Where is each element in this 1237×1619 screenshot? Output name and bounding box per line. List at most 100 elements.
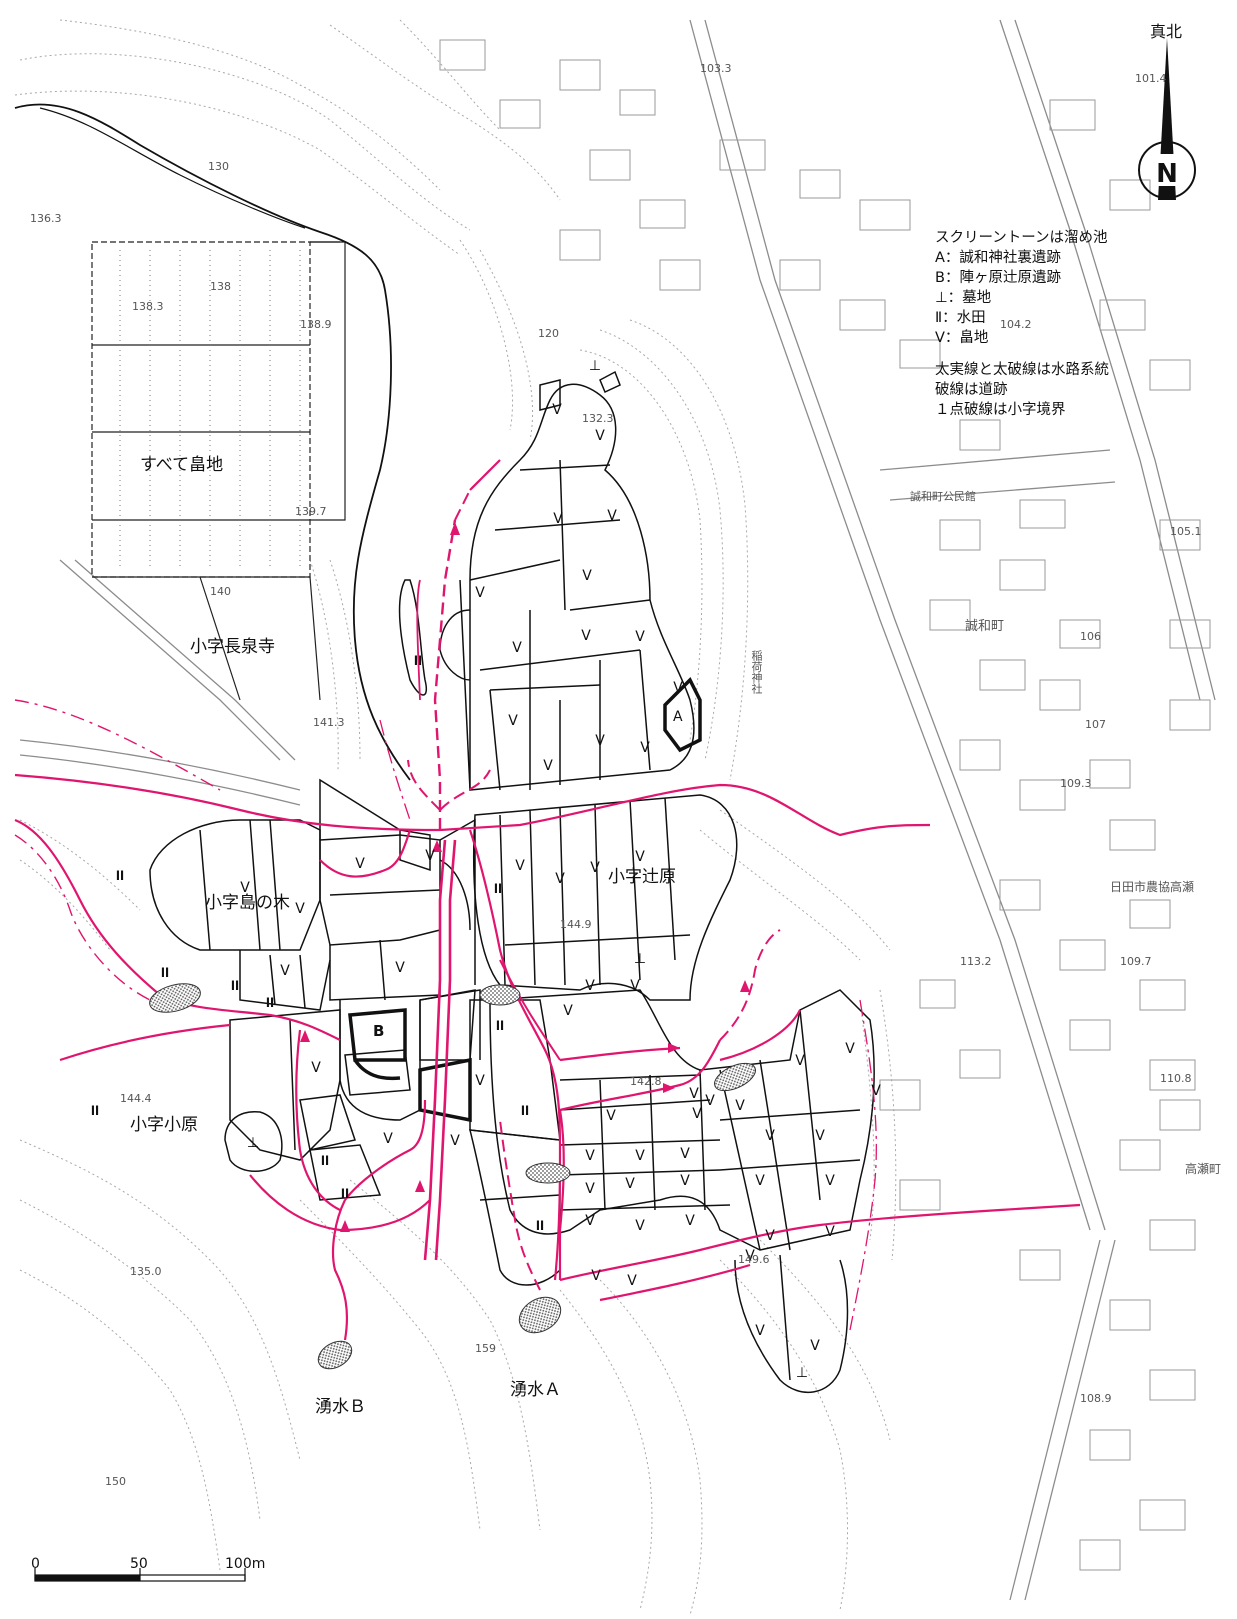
site-a-label: A bbox=[673, 709, 683, 725]
svg-text:ll: ll bbox=[116, 869, 124, 883]
elevation: 113.2 bbox=[960, 955, 992, 968]
svg-text:V: V bbox=[425, 848, 435, 864]
upland-field-grid bbox=[91, 241, 346, 701]
elevation: 138.3 bbox=[132, 300, 164, 313]
svg-text:V: V bbox=[311, 1060, 321, 1076]
elevation: 107 bbox=[1085, 718, 1106, 731]
base-houses bbox=[439, 39, 1211, 1571]
svg-text:ll: ll bbox=[521, 1104, 529, 1118]
elevation: 144.9 bbox=[560, 918, 592, 931]
svg-text:V: V bbox=[635, 1148, 645, 1164]
svg-text:V: V bbox=[595, 428, 605, 444]
svg-text:V: V bbox=[607, 508, 617, 524]
site-a-outline bbox=[663, 677, 702, 753]
svg-text:V: V bbox=[606, 1108, 616, 1124]
svg-text:V: V bbox=[810, 1338, 820, 1354]
label-all-fields: すべて畠地 bbox=[140, 455, 224, 475]
label-seiwa: 誠和町 bbox=[965, 619, 1005, 634]
flow-arrows bbox=[300, 522, 750, 1232]
svg-text:V: V bbox=[595, 733, 605, 749]
north-arrow-icon: N bbox=[1138, 38, 1196, 200]
svg-text:V: V bbox=[585, 978, 595, 994]
upland-field-dots bbox=[119, 250, 301, 570]
elevation: 142.8 bbox=[630, 1075, 662, 1088]
scale-label-end: 100m bbox=[225, 1556, 266, 1572]
legend-note: 太実線と太破線は水路系統 bbox=[935, 362, 1109, 378]
svg-text:V: V bbox=[383, 1131, 393, 1147]
legend-note: 破線は道跡 bbox=[935, 382, 1008, 398]
elevation: 140 bbox=[210, 585, 231, 598]
svg-text:V: V bbox=[680, 1173, 690, 1189]
svg-text:V: V bbox=[630, 978, 640, 994]
reservoirs bbox=[149, 983, 756, 1370]
svg-text:V: V bbox=[585, 1148, 595, 1164]
svg-text:V: V bbox=[355, 856, 365, 872]
svg-text:V: V bbox=[581, 628, 591, 644]
svg-text:V: V bbox=[685, 1213, 695, 1229]
old-road-north-b bbox=[39, 107, 306, 229]
elevation: 136.3 bbox=[30, 212, 62, 225]
svg-text:V: V bbox=[512, 640, 522, 656]
legend: スクリーントーンは溜め池 A：誠和神社裏遺跡 B：陣ヶ原辻原遺跡 ⊥：墓地 Ⅱ：… bbox=[935, 228, 1109, 420]
grave-symbols: ⊥⊥⊥ ⊥ bbox=[247, 358, 808, 1381]
elevation: 149.6 bbox=[738, 1253, 770, 1266]
elevation: 105.1 bbox=[1170, 525, 1202, 538]
elevation: 104.2 bbox=[1000, 318, 1032, 331]
svg-text:⊥: ⊥ bbox=[634, 951, 646, 967]
svg-text:V: V bbox=[635, 1218, 645, 1234]
svg-text:V: V bbox=[543, 758, 553, 774]
top-marker bbox=[599, 370, 621, 394]
legend-note: １点破線は小字境界 bbox=[935, 402, 1066, 418]
svg-text:ll: ll bbox=[414, 654, 422, 668]
svg-text:V: V bbox=[582, 568, 592, 584]
elevation: 132.3 bbox=[582, 412, 614, 425]
legend-line: スクリーントーンは溜め池 bbox=[935, 230, 1108, 246]
svg-text:V: V bbox=[845, 1041, 855, 1057]
svg-text:N: N bbox=[1156, 159, 1178, 189]
svg-text:V: V bbox=[585, 1213, 595, 1229]
svg-text:V: V bbox=[295, 901, 305, 917]
svg-text:V: V bbox=[635, 629, 645, 645]
north-label: 真北 bbox=[1150, 22, 1183, 41]
svg-text:⊥: ⊥ bbox=[796, 1365, 808, 1381]
legend-line: ⊥：墓地 bbox=[935, 290, 992, 306]
elevation: 120 bbox=[538, 327, 559, 340]
svg-text:ll: ll bbox=[231, 979, 239, 993]
svg-text:V: V bbox=[871, 1083, 881, 1099]
elevation: 138 bbox=[210, 280, 231, 293]
site-b-label: B bbox=[373, 1022, 385, 1040]
label-jinja: 稲荷神社 bbox=[750, 650, 763, 694]
svg-text:V: V bbox=[825, 1173, 835, 1189]
elevation: 110.8 bbox=[1160, 1072, 1192, 1085]
scale-bar bbox=[34, 1568, 246, 1582]
svg-text:V: V bbox=[475, 1073, 485, 1089]
elevation: 150 bbox=[105, 1475, 126, 1488]
svg-text:V: V bbox=[590, 860, 600, 876]
legend-line: V：畠地 bbox=[935, 330, 989, 346]
svg-text:ll: ll bbox=[161, 966, 169, 980]
svg-text:V: V bbox=[755, 1173, 765, 1189]
svg-text:V: V bbox=[395, 960, 405, 976]
elevation: 106 bbox=[1080, 630, 1101, 643]
svg-text:V: V bbox=[555, 871, 565, 887]
svg-text:V: V bbox=[755, 1323, 765, 1339]
contour-lines bbox=[14, 19, 897, 1616]
svg-text:V: V bbox=[563, 1003, 573, 1019]
label-spring-b: 湧水Ｂ bbox=[315, 1397, 366, 1417]
elevation: 109.7 bbox=[1120, 955, 1152, 968]
label-tsujibaru: 小字辻原 bbox=[608, 867, 676, 887]
elevation: 109.3 bbox=[1060, 777, 1092, 790]
elevation: 139.7 bbox=[295, 505, 327, 518]
legend-line: Ⅱ：水田 bbox=[935, 310, 986, 326]
svg-text:⊥: ⊥ bbox=[589, 358, 601, 374]
label-kobaru: 小字小原 bbox=[130, 1115, 198, 1135]
elevation: 135.0 bbox=[130, 1265, 162, 1278]
elevation: 144.4 bbox=[120, 1092, 152, 1105]
label-hall: 誠和町公民館 bbox=[910, 490, 976, 503]
svg-text:V: V bbox=[553, 511, 563, 527]
svg-text:V: V bbox=[627, 1273, 637, 1289]
svg-text:V: V bbox=[765, 1128, 775, 1144]
elevation: 103.3 bbox=[700, 62, 732, 75]
